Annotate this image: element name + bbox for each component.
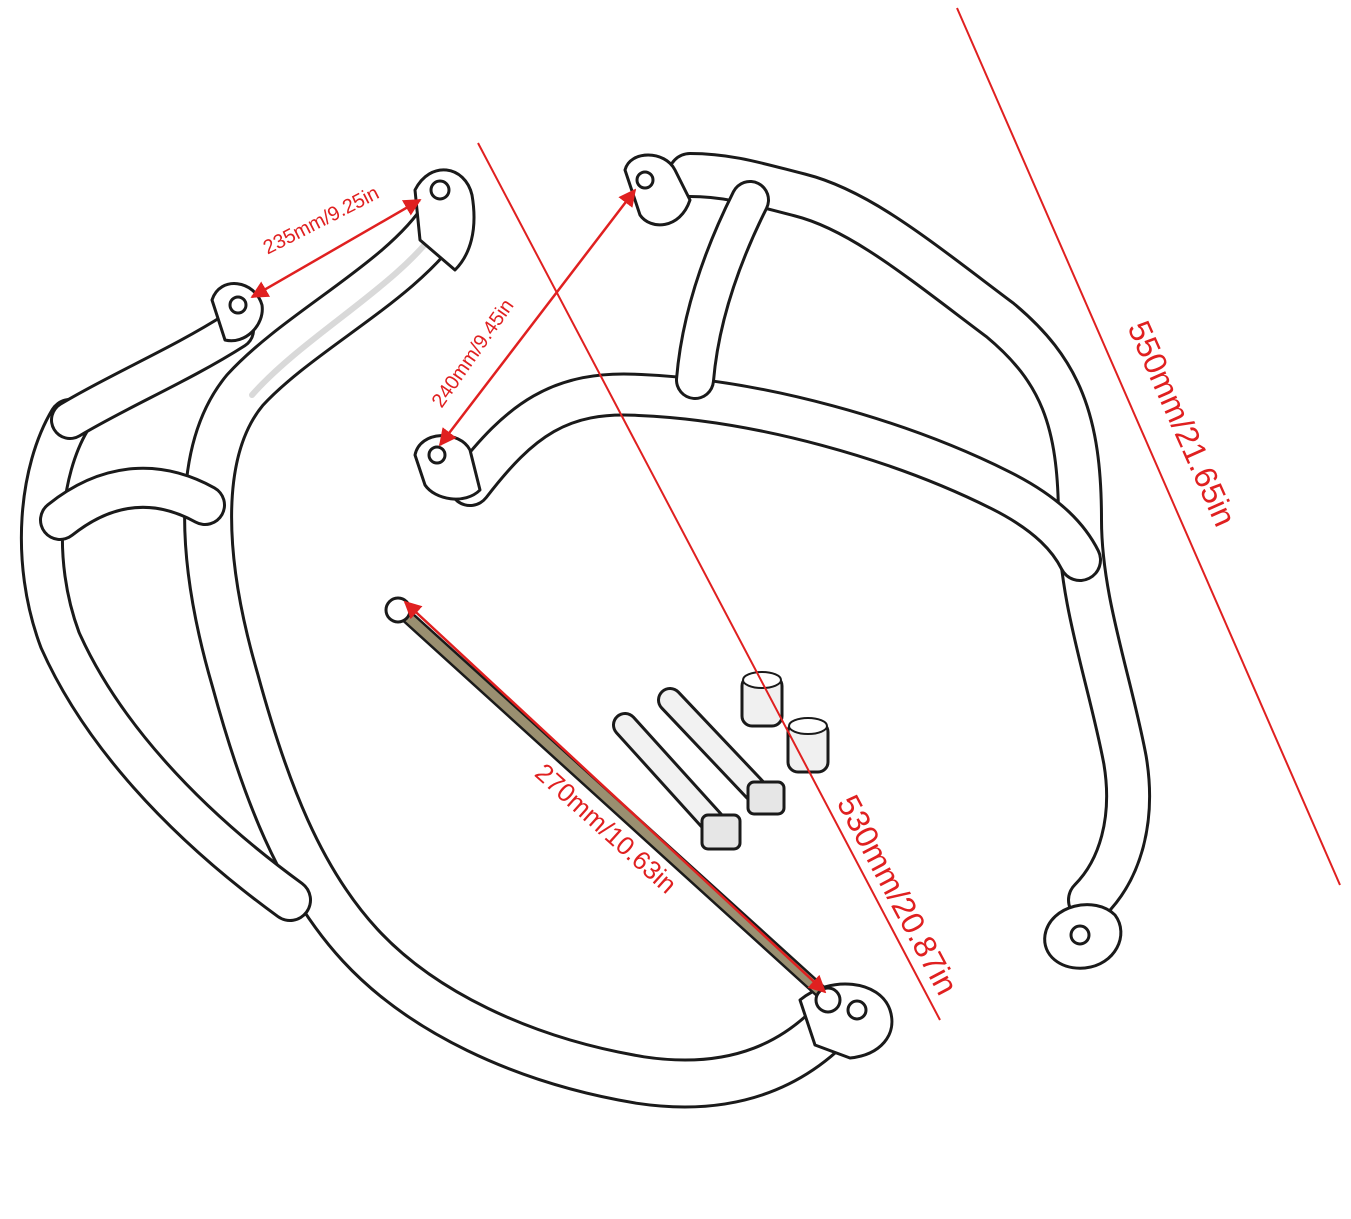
dim-line-550 bbox=[956, 7, 1341, 886]
right-crash-bar bbox=[413, 152, 1152, 970]
dim-line-530 bbox=[477, 142, 941, 1021]
left-crash-bar bbox=[19, 168, 894, 1109]
label-240mm: 240mm/9.45in bbox=[428, 295, 519, 411]
dim-line-240 bbox=[438, 188, 637, 447]
dimension-lines bbox=[250, 7, 1341, 1021]
label-235mm: 235mm/9.25in bbox=[260, 182, 383, 259]
dim-line-235 bbox=[250, 198, 422, 299]
label-530mm: 530mm/20.87in bbox=[830, 789, 965, 1001]
spacer-2 bbox=[786, 717, 830, 774]
dim-line-270 bbox=[403, 600, 827, 994]
